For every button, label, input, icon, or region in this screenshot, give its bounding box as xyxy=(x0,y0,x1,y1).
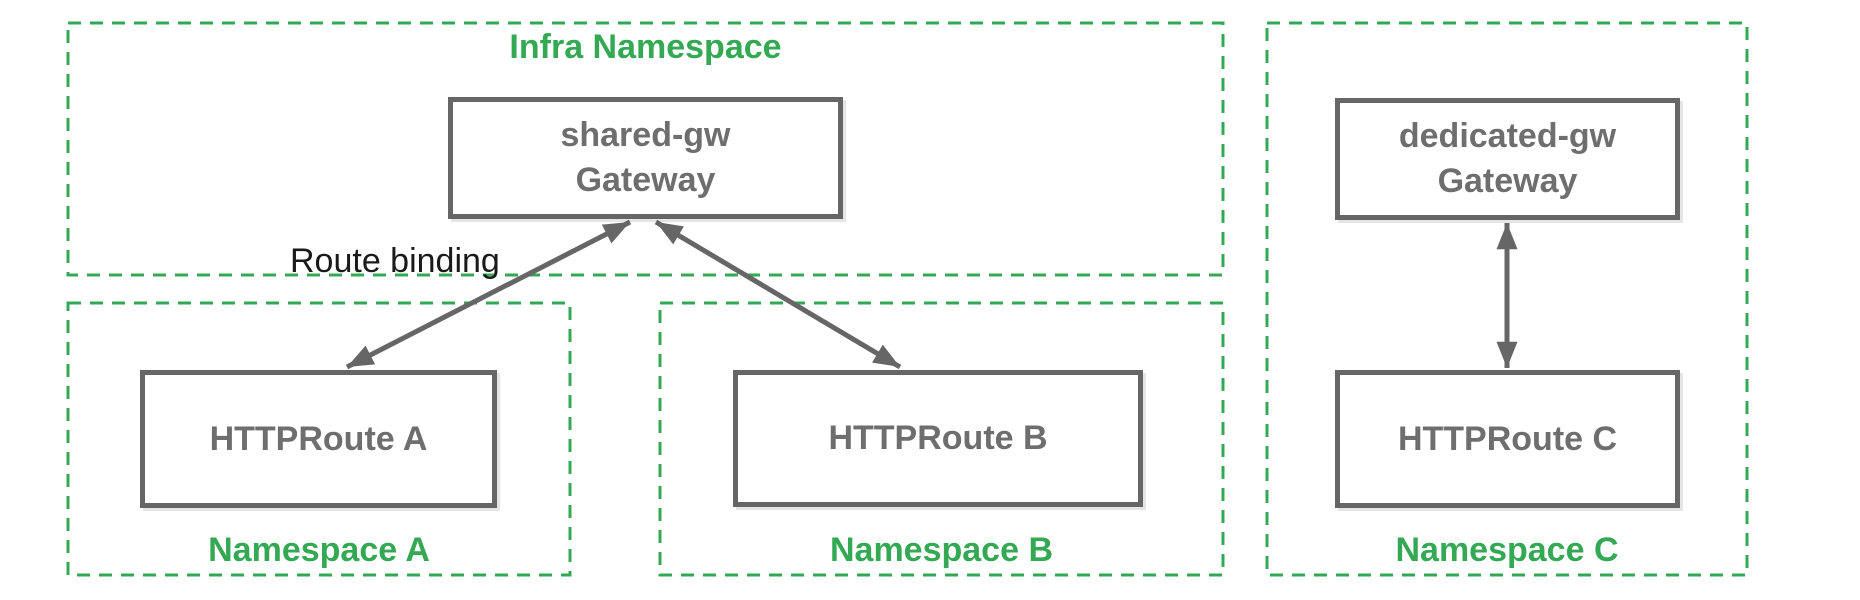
namespace-label-infra: Infra Namespace xyxy=(509,28,782,66)
node-dedicated-gw-name: dedicated-gw xyxy=(1398,117,1617,155)
node-httproute-b: HTTPRoute B xyxy=(733,370,1143,507)
namespace-label-c: Namespace C xyxy=(1395,531,1619,569)
route-binding-label: Route binding xyxy=(290,242,500,280)
node-shared-gw-gateway: shared-gw Gateway xyxy=(448,97,843,219)
node-shared-gw-name: shared-gw xyxy=(560,116,731,154)
node-httproute-c: HTTPRoute C xyxy=(1335,370,1680,508)
node-shared-gw-kind: Gateway xyxy=(575,161,716,199)
node-dedicated-gw-gateway: dedicated-gw Gateway xyxy=(1335,98,1680,220)
node-httproute-c-name: HTTPRoute C xyxy=(1397,419,1618,458)
namespace-border-c xyxy=(1265,21,1749,577)
node-httproute-a: HTTPRoute A xyxy=(140,370,497,508)
namespace-border-a xyxy=(66,301,572,577)
edge-httproute-a-to-shared-gw xyxy=(345,219,632,370)
node-dedicated-gw-kind: Gateway xyxy=(1437,162,1578,200)
node-httproute-a-name: HTTPRoute A xyxy=(209,419,428,458)
namespace-label-b: Namespace B xyxy=(829,531,1053,569)
namespace-label-a: Namespace A xyxy=(208,531,430,569)
namespace-border-infra xyxy=(66,21,1225,277)
edge-httproute-b-to-shared-gw xyxy=(654,219,902,370)
node-httproute-b-name: HTTPRoute B xyxy=(828,419,1048,457)
